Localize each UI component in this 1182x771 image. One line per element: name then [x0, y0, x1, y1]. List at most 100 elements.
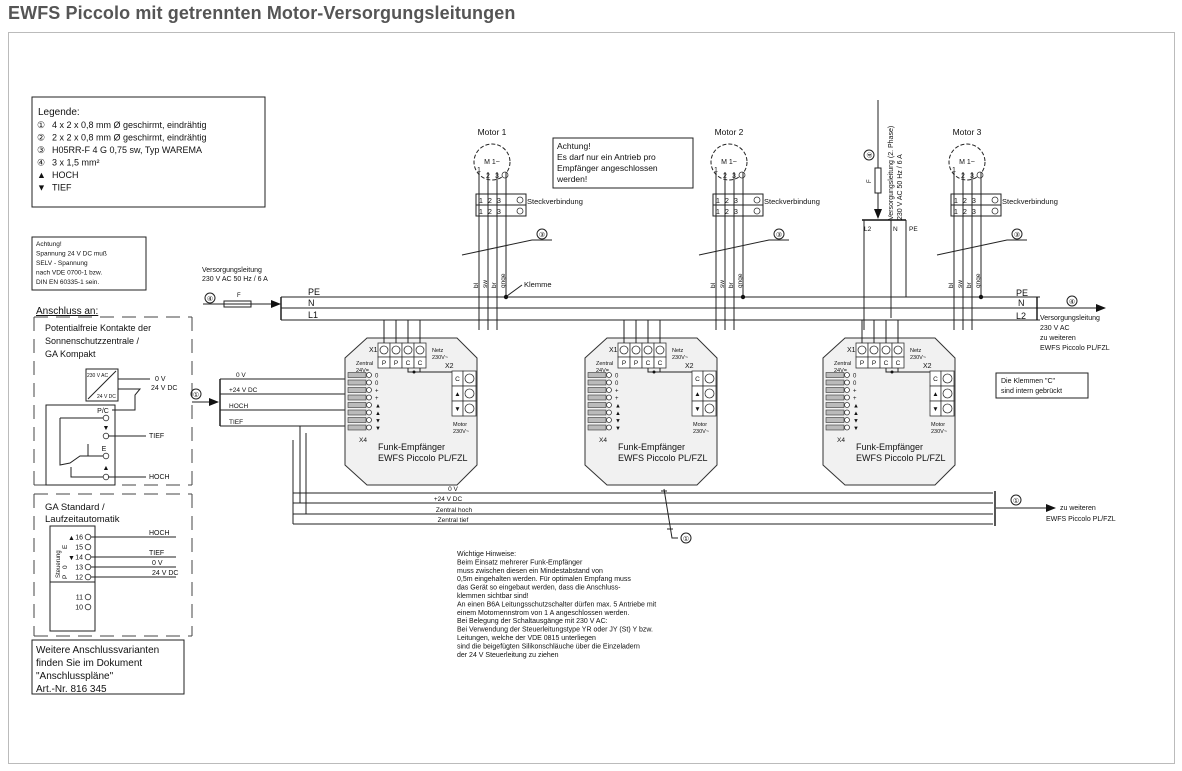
x4-terminal-label: ▲ — [853, 411, 859, 417]
ga-pin-label: 0 V — [152, 560, 163, 567]
e-label: E — [102, 446, 107, 453]
ga-pin-terminal — [84, 593, 92, 601]
legend-item: 4 x 2 x 0,8 mm Ø geschirmt, eindrähtig — [52, 120, 207, 130]
supply-out-l2: L2 — [1016, 311, 1026, 321]
legend-mark: ① — [37, 120, 45, 130]
ga-pin-number: 16 — [75, 535, 83, 542]
legend-mark: ③ — [37, 145, 45, 155]
x4-terminal-label: + — [615, 396, 619, 402]
central-cable-mark: ① — [683, 535, 689, 543]
ga-pin-label: HOCH — [149, 530, 170, 537]
one-drive-warning: Achtung!Es darf nur ein Antrieb proEmpfä… — [552, 137, 694, 189]
x2-terminal-label: ▲ — [694, 391, 700, 398]
selv-warning-line: nach VDE 0700-1 bzw. — [36, 270, 102, 277]
zentral-label: Zentral — [596, 361, 613, 367]
group1-line: Potentialfreie Kontakte der — [45, 323, 151, 333]
hint-line: Beim Einsatz mehrerer Funk-Empfänger — [457, 559, 583, 566]
connector-pin: 1 — [954, 198, 958, 205]
page-title: EWFS Piccolo mit getrennten Motor-Versor… — [8, 3, 516, 23]
connection-panel: Anschluss an: Potentialfreie Kontakte de… — [33, 306, 193, 637]
contact-tief-label: TIEF — [149, 433, 164, 440]
supply2-l2: L2 — [864, 226, 872, 233]
wire-color-label: br — [966, 281, 973, 288]
x1-terminal-label: C — [406, 360, 411, 367]
legend-mark: ▼ — [37, 183, 46, 193]
x2-terminal-label: C — [933, 376, 938, 383]
central-out-line1: zu weiteren — [1060, 505, 1096, 512]
zentral-label: Zentral — [356, 361, 373, 367]
x1-terminal-label: P — [634, 360, 638, 367]
x4-terminal-label: ▲ — [375, 404, 381, 410]
tief-icon: ▼ — [68, 555, 75, 562]
psu-output-label: 24 V DC — [97, 394, 116, 400]
note-c-bridged: Die Klemmen "C" sind intern gebrückt — [995, 372, 1089, 399]
motor-earth-icon — [738, 171, 746, 179]
supply-line-2: ④ F Versorgungsleitung (2. Phase) 230 V … — [862, 100, 918, 330]
selv-warning-box — [31, 236, 147, 291]
supply1-line1: Versorgungsleitung — [202, 267, 262, 274]
x4-terminal-label: ▼ — [853, 426, 859, 432]
x4-terminal-label: 0 — [615, 374, 619, 380]
x1-label: X1 — [847, 347, 856, 354]
tief-symbol-icon: ▼ — [103, 425, 110, 432]
legend-item: 2 x 2 x 0,8 mm Ø geschirmt, eindrähtig — [52, 133, 207, 143]
hint-line: 0,5m eingehalten werden. Für optimalen E… — [457, 576, 631, 583]
wire-color-label: sw — [482, 280, 489, 288]
ga-pin-number: 11 — [76, 595, 83, 602]
connector-pin: 3 — [972, 198, 976, 205]
supply-out-pe: PE — [1016, 288, 1028, 298]
wire-color-label: gnge — [737, 273, 744, 288]
motor-output-label: Motor — [453, 422, 467, 428]
hint-line: An einen B6A Leitungsschutzschalter dürf… — [457, 601, 656, 608]
ga-pin-letter: 0 — [62, 565, 69, 569]
x2-terminal-label: C — [695, 376, 700, 383]
central-hoch: Zentral hoch — [436, 507, 473, 514]
hint-line: Bei Verwendung der Steuerleitungstype YR… — [457, 627, 653, 634]
group1-line: GA Kompakt — [45, 349, 96, 359]
legend: Legende: ① 4 x 2 x 0,8 mm Ø geschirmt, ei… — [31, 96, 266, 208]
x4-terminal-label: ▼ — [375, 426, 381, 432]
hint-line: Wichtige Hinweise: — [457, 551, 516, 558]
x1-terminal-label: C — [896, 360, 901, 367]
supply-out-line: zu weiteren — [1040, 335, 1076, 342]
x1-terminal-label: P — [860, 360, 864, 367]
clamp-label: Klemme — [524, 280, 552, 289]
supply1-fuse-label: F — [237, 293, 241, 299]
zentral-label: Zentral — [834, 361, 851, 367]
x1-label: X1 — [609, 347, 618, 354]
ga-pin-terminal — [84, 603, 92, 611]
psu-24v-label: 24 V DC — [151, 385, 177, 392]
x1-terminal-label: C — [658, 360, 663, 367]
netz-label: Netz — [672, 348, 684, 354]
connector-pin: 2 — [488, 198, 492, 205]
legend-heading: Legende: — [38, 107, 80, 118]
wire-color-label: gnge — [500, 273, 507, 288]
hoch-symbol-icon: ▲ — [103, 465, 110, 472]
note-c-line1: Die Klemmen "C" — [1001, 378, 1055, 385]
supply2-n: N — [893, 226, 898, 233]
ga-pin-number: 13 — [75, 565, 83, 572]
variants-note-line: Art.-Nr. 816 345 — [36, 684, 107, 695]
x1-terminal-label: C — [884, 360, 889, 367]
x4-terminal-label: ▲ — [615, 411, 621, 417]
motor-pin: 1 — [952, 167, 956, 174]
ga-pin-terminal — [84, 533, 92, 541]
receiver-name-line2: EWFS Piccolo PL/FZL — [856, 453, 946, 463]
hint-line: Bei Belegung der Schaltausgänge mit 230 … — [457, 618, 608, 625]
connector-pin: 2 — [488, 209, 492, 216]
supply1-n: N — [308, 298, 315, 308]
supply1-line2: 230 V AC 50 Hz / 6 A — [202, 276, 268, 283]
netz-label: Netz — [910, 348, 922, 354]
one-drive-warning-box — [552, 137, 694, 189]
x4-terminal-label: 0 — [853, 381, 857, 387]
control-bus-input: ① 0 V +24 V DC HOCH TIEF — [190, 372, 345, 427]
legend-mark: ④ — [37, 158, 45, 168]
ga-pin-number: 12 — [75, 575, 83, 582]
x1-terminal-label: C — [646, 360, 651, 367]
hint-line: einem Motornennstrom von 1 A angeschloss… — [457, 610, 629, 617]
supply2-fuse-label: F — [867, 179, 873, 183]
receiver-housing — [344, 337, 478, 486]
motor-cable-mark: ③ — [539, 231, 545, 239]
